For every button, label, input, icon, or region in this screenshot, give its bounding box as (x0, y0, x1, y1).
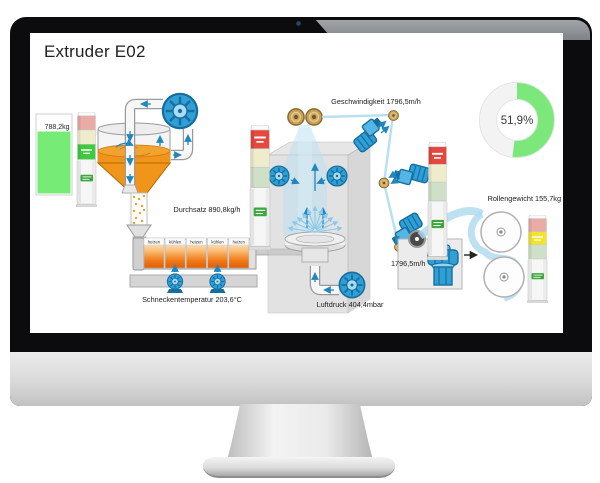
granule-tube (126, 192, 152, 243)
dashboard-screen: Extruder E02 (30, 33, 563, 333)
signal-tower-3 (427, 142, 448, 260)
gauge-value: 51,9% (501, 115, 534, 127)
throughput-label: Durchsatz 890,8kg/h (174, 205, 241, 214)
air-spray (287, 205, 343, 233)
cooling-fan (209, 264, 226, 293)
monitor-chin (10, 352, 592, 406)
pinch-rollers (287, 108, 323, 126)
monitor-frame: Extruder E02 (10, 17, 592, 406)
hopper-circulation-pipes (115, 98, 194, 194)
roll-weight-label: Rollengewicht 155,7kg (488, 194, 561, 203)
air-nozzle (391, 159, 432, 190)
page-title: Extruder E02 (44, 42, 146, 61)
zone-label: heizen (190, 239, 203, 244)
die-air-pipe (309, 266, 339, 296)
winder-rollers (417, 206, 525, 302)
cooling-fan (166, 264, 184, 293)
die-blower-fan-icon (338, 271, 366, 299)
hopper-weight-value: 788,2kg (45, 124, 70, 131)
signal-tower-4 (527, 215, 548, 303)
heating-zones: heizen kühlen heizen kühlen (143, 237, 250, 269)
hopper-level-fill (37, 131, 71, 194)
zone-label: kühlen (169, 239, 182, 244)
gauge-donut: 51,9% (479, 82, 555, 158)
idler-roller-icon (378, 177, 390, 189)
speed-label: Geschwindigkeit 1796,5m/h (331, 97, 421, 106)
process-diagram: 788,2kg (35, 82, 561, 314)
film-bubble (283, 125, 327, 236)
webcam-icon (296, 21, 301, 26)
signal-tower-2 (249, 125, 271, 250)
monitor-stand-base (203, 457, 395, 478)
die-head (284, 231, 346, 263)
gauge-arc (480, 83, 554, 157)
extruder-barrel: heizen kühlen heizen kühlen (129, 237, 303, 293)
line-speed-label: 1796,5m/h (391, 259, 425, 268)
air-pressure-label: Luftdruck 404,4mbar (317, 300, 384, 309)
zone-label: heizen (233, 239, 246, 244)
tower-top-fans (268, 165, 348, 187)
zone-label: kühlen (211, 239, 224, 244)
signal-tower-1 (76, 112, 97, 207)
hopper-weight-panel: 788,2kg (35, 113, 73, 196)
idler-roller-icon (388, 110, 399, 121)
screw-temperature-label: Schneckentemperatur 203,6°C (142, 295, 242, 304)
zone-label: heizen (148, 239, 161, 244)
monitor-stand-neck (227, 404, 373, 460)
hopper-blower-fan-icon (161, 92, 199, 130)
